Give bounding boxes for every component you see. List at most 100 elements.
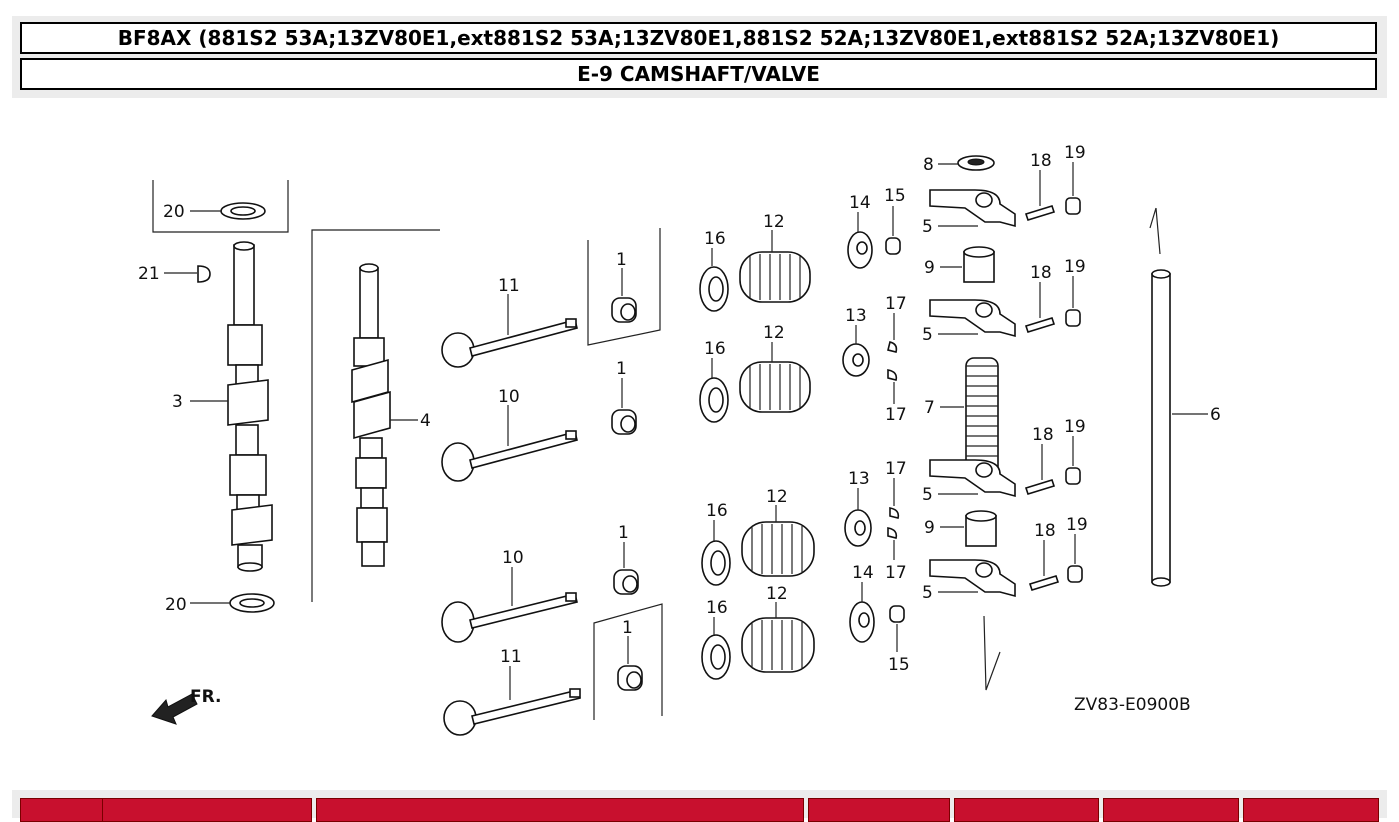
callout-18-b: 18	[1030, 263, 1052, 283]
callout-14-bottom: 14	[852, 563, 874, 583]
callout-19-c: 19	[1064, 417, 1086, 437]
part-17-collet-a[interactable]	[887, 341, 898, 381]
front-label: FR.	[190, 687, 221, 707]
callout-17-d: 17	[885, 563, 907, 583]
table-col-qty	[808, 798, 950, 822]
bracket-seal-top	[587, 228, 661, 346]
front-arrow-icon	[151, 693, 198, 725]
callout-5-b: 5	[922, 325, 933, 345]
callout-12-d: 12	[766, 584, 788, 604]
part-5-rocker-c[interactable]	[929, 459, 1016, 498]
callout-5-a: 5	[922, 217, 933, 237]
part-12-spring-d[interactable]	[741, 617, 815, 673]
part-17-collet-b[interactable]	[887, 507, 900, 539]
part-11-valve-bottom[interactable]	[443, 688, 581, 736]
callout-12-a: 12	[763, 212, 785, 232]
bracket-frame	[152, 180, 289, 233]
callout-11-top: 11	[498, 276, 520, 296]
table-col-price	[954, 798, 1099, 822]
part-13-retainer-a[interactable]	[842, 343, 870, 377]
diagram-code: ZV83-E0900B	[1074, 695, 1191, 715]
model-title: BF8AX (881S2 53A;13ZV80E1,ext881S2 53A;1…	[20, 22, 1377, 54]
callout-15-top: 15	[884, 186, 906, 206]
part-12-spring-b[interactable]	[739, 361, 811, 413]
part-18-screw-a[interactable]	[1024, 205, 1056, 221]
part-16-washer-a[interactable]	[699, 266, 729, 312]
part-18-screw-c[interactable]	[1024, 479, 1056, 495]
bracket-seal-bottom	[593, 603, 663, 720]
callout-9-b: 9	[924, 518, 935, 538]
part-1-seal-d[interactable]	[617, 665, 643, 691]
part-12-spring-a[interactable]	[739, 251, 811, 303]
callout-18-d: 18	[1034, 521, 1056, 541]
callout-16-d: 16	[706, 598, 728, 618]
callout-12-c: 12	[766, 487, 788, 507]
part-14-retainer-top[interactable]	[847, 231, 873, 269]
bracket-frame-2	[311, 229, 440, 602]
part-16-washer-c[interactable]	[701, 540, 731, 586]
callout-17-a: 17	[885, 294, 907, 314]
callout-16-b: 16	[704, 339, 726, 359]
part-1-seal-c[interactable]	[613, 569, 639, 595]
callout-14-top: 14	[849, 193, 871, 213]
part-15-cap-top[interactable]	[885, 237, 901, 255]
part-12-spring-c[interactable]	[741, 521, 815, 577]
part-10-valve-a[interactable]	[441, 430, 578, 482]
part-19-nut-d[interactable]	[1067, 565, 1083, 583]
callout-20-top: 20	[163, 202, 185, 222]
callout-16-c: 16	[706, 501, 728, 521]
callout-19-d: 19	[1066, 515, 1088, 535]
callout-1-d: 1	[622, 618, 633, 638]
callout-21: 21	[138, 264, 160, 284]
callout-12-b: 12	[763, 323, 785, 343]
part-18-screw-d[interactable]	[1028, 575, 1060, 591]
callout-1-b: 1	[616, 359, 627, 379]
part-15-cap-bottom[interactable]	[889, 605, 905, 623]
part-19-nut-a[interactable]	[1065, 197, 1081, 215]
part-5-rocker-a[interactable]	[929, 189, 1016, 228]
table-col-order	[1243, 798, 1379, 822]
parts-diagram: 20 21 3 20 4 F	[138, 143, 1221, 736]
table-col-description	[316, 798, 804, 822]
parts-table-header	[12, 790, 1387, 822]
part-1-seal-top[interactable]	[611, 297, 637, 323]
callout-15-bottom: 15	[888, 655, 910, 675]
part-13-retainer-b[interactable]	[844, 509, 872, 547]
part-9-bushing-a[interactable]	[963, 246, 995, 283]
callout-4: 4	[420, 411, 431, 431]
part-9-bushing-b[interactable]	[965, 510, 997, 547]
part-5-rocker-d[interactable]	[929, 559, 1016, 598]
part-8-cap[interactable]	[957, 155, 995, 171]
part-19-nut-c[interactable]	[1065, 467, 1081, 485]
part-4-camshaft[interactable]	[351, 263, 391, 567]
callout-3: 3	[172, 392, 183, 412]
break-mark-bottom	[983, 615, 1001, 691]
part-18-screw-b[interactable]	[1024, 317, 1056, 333]
table-col-part-no	[102, 798, 312, 822]
table-col-stock	[1103, 798, 1239, 822]
callout-8: 8	[923, 155, 934, 175]
part-3-camshaft[interactable]	[227, 241, 273, 572]
callout-13-a: 13	[845, 306, 867, 326]
table-col-ref	[20, 798, 106, 822]
part-1-seal-b[interactable]	[611, 409, 637, 435]
section-title: E-9 CAMSHAFT/VALVE	[20, 58, 1377, 90]
part-21-key[interactable]	[197, 265, 211, 283]
part-16-washer-d[interactable]	[701, 634, 731, 680]
callout-5-d: 5	[922, 583, 933, 603]
callout-1-a: 1	[616, 250, 627, 270]
part-5-rocker-b[interactable]	[929, 299, 1016, 338]
part-14-retainer-bottom[interactable]	[849, 601, 875, 643]
callout-9-a: 9	[924, 258, 935, 278]
callout-5-c: 5	[922, 485, 933, 505]
part-11-valve-top[interactable]	[441, 318, 578, 368]
callout-19-a: 19	[1064, 143, 1086, 163]
part-10-valve-b[interactable]	[441, 592, 578, 643]
callout-11-bottom: 11	[500, 647, 522, 667]
part-6-shaft[interactable]	[1151, 269, 1171, 587]
part-16-washer-b[interactable]	[699, 377, 729, 423]
part-19-nut-b[interactable]	[1065, 309, 1081, 327]
callout-1-c: 1	[618, 523, 629, 543]
break-mark-top	[1149, 207, 1161, 255]
callout-6: 6	[1210, 405, 1221, 425]
